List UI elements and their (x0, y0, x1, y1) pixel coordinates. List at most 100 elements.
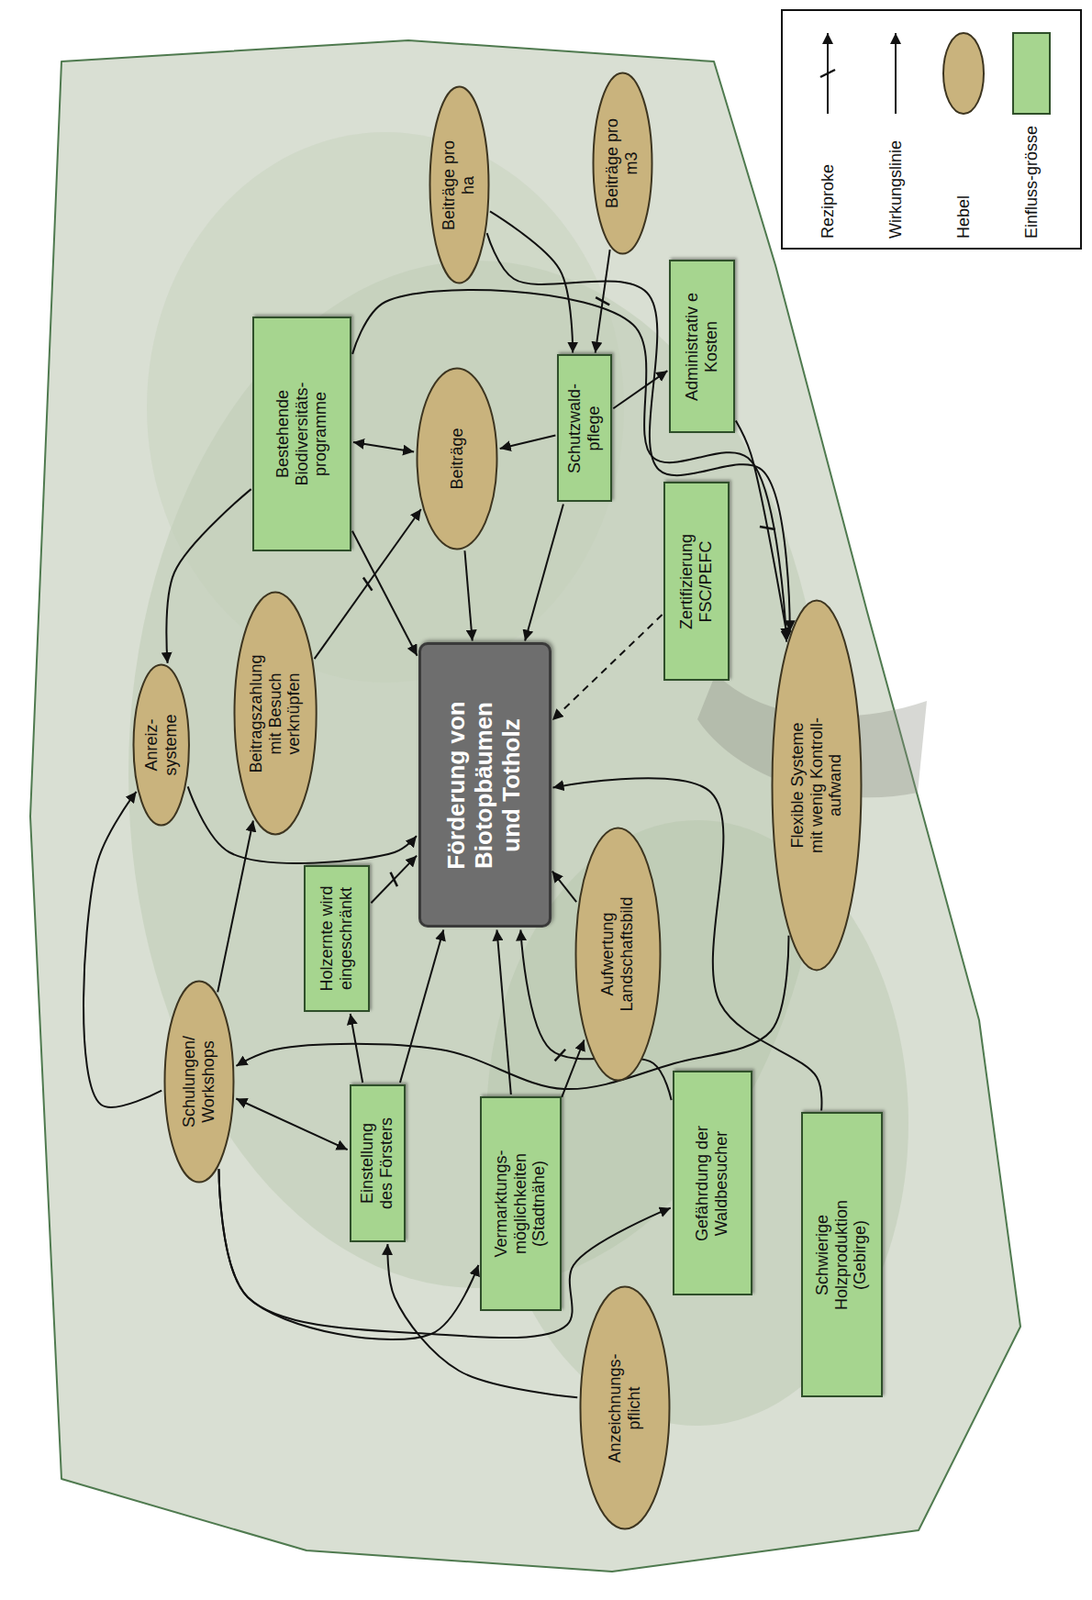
ellipse-shape (580, 1287, 670, 1530)
map-outline (30, 40, 1021, 1572)
effect-line (464, 550, 472, 641)
legend-sample (1005, 25, 1058, 122)
effect-line (353, 442, 414, 453)
node-label: Beiträge pro m3 (602, 111, 641, 215)
node-label: Gefährdung der Waldbesucher (692, 1122, 731, 1247)
effect-line (735, 421, 788, 639)
lever-ellipse: Anreiz-systeme (132, 663, 190, 827)
factor-box: Gefährdung der Waldbesucher (672, 1071, 753, 1297)
reciprocal-tick (595, 297, 610, 305)
ellipse-shape (234, 592, 316, 836)
edge-group (83, 211, 822, 1398)
node-label: Bestehende Biodiversitäts-programme (273, 365, 331, 503)
ellipse-shape (417, 368, 498, 550)
factor-box: Zertifizierung FSC/PEFC (663, 482, 730, 682)
text-wrap: Vermarktungs-möglichkeiten (Stadtnähe) (491, 1144, 549, 1264)
factor-box: Einstellung des Försters (349, 1084, 406, 1243)
effect-line (552, 614, 663, 721)
legend-row: Hebel (929, 20, 998, 239)
text-wrap: Flexible Systeme mit wenig Kontroll-aufw… (788, 710, 846, 862)
ellipse-shape (429, 87, 489, 284)
effect-line (561, 1040, 584, 1098)
node-label: Flexible Systeme mit wenig Kontroll-aufw… (788, 710, 846, 862)
reciprocal-tick (555, 1049, 567, 1062)
text-wrap: Anreiz-systeme (142, 703, 180, 787)
ellipse-shape (772, 601, 862, 971)
text-wrap: Gefährdung der Waldbesucher (692, 1122, 731, 1247)
legend-sample (869, 25, 922, 122)
reciprocal-tick (363, 578, 373, 591)
lever-ellipse: Flexible Systeme mit wenig Kontroll-aufw… (770, 599, 863, 972)
effect-line (524, 503, 564, 641)
goal-box: Förderung von Biotopbäumen und Totholz (418, 643, 552, 929)
node-label: Holzernte wird eingeschränkt (317, 879, 356, 999)
lever-ellipse: Beiträge pro m3 (591, 71, 654, 256)
node-label: Anreiz-systeme (142, 703, 180, 787)
node-label: Beiträge (447, 408, 468, 510)
text-wrap: Holzernte wird eingeschränkt (317, 879, 356, 999)
legend-box: Reziproke Wirkungslinie Hebel Einfluss-grös… (780, 9, 1082, 250)
text-wrap: Aufwertung Landschaftsbild (598, 890, 636, 1019)
node-label: Zertifizierung FSC/PEFC (677, 522, 715, 642)
text-wrap: Zertifizierung FSC/PEFC (677, 522, 715, 642)
effect-line (500, 435, 557, 449)
ellipse-shape (165, 981, 234, 1183)
text-wrap: Administrativ e Kosten (682, 291, 721, 402)
text-wrap: Einstellung des Försters (357, 1113, 396, 1215)
node-label: Schutzwald-pflege (565, 378, 603, 480)
tree-crown (146, 132, 624, 683)
legend-sample (937, 25, 990, 122)
effect-line (217, 820, 254, 992)
node-label: Vermarktungs-möglichkeiten (Stadtnähe) (491, 1144, 549, 1264)
effect-line (235, 1098, 347, 1150)
node-label: Anzeichnungs-pflicht (605, 1348, 644, 1469)
text-wrap: Schulungen/ Workshops (179, 1031, 218, 1133)
legend-row: Reziproke (793, 20, 862, 239)
text-wrap: Bestehende Biodiversitäts-programme (273, 365, 331, 503)
reciprocal-tick (759, 526, 776, 530)
factor-box: Holzernte wird eingeschränkt (303, 865, 370, 1013)
reciprocal-tick (390, 872, 398, 887)
effect-line (595, 249, 611, 353)
effect-line (166, 489, 251, 664)
reciprocal-tick (820, 69, 836, 78)
effect-line (83, 791, 162, 1108)
text-wrap: Schutzwald-pflege (565, 378, 603, 480)
effect-line (490, 211, 573, 353)
legend-label: Wirkungslinie (886, 121, 906, 239)
node-label: Schulungen/ Workshops (179, 1031, 218, 1133)
legend-sample (802, 25, 854, 122)
effect-line (496, 929, 511, 1095)
effect-line (552, 871, 577, 903)
lever-ellipse: Beitragszahlung mit Besuch verknüpfen (233, 591, 318, 837)
ellipse-shape (592, 73, 652, 255)
text-wrap: Beiträge (447, 408, 468, 510)
ellipse-shape (133, 665, 190, 826)
legend-label: Reziproke (818, 121, 838, 239)
factor-box: Vermarktungs-möglichkeiten (Stadtnähe) (479, 1096, 562, 1312)
legend-label: Einfluss-grösse (1022, 121, 1042, 239)
lever-ellipse: Aufwertung Landschaftsbild (574, 826, 662, 1082)
legend-line (894, 33, 897, 114)
text-wrap: Beiträge pro m3 (602, 111, 641, 215)
node-label: Administrativ e Kosten (682, 291, 721, 402)
text-wrap: Beitragszahlung mit Besuch verknüpfen (246, 647, 304, 781)
text-wrap: Förderung von Biotopbäumen und Totholz (443, 693, 526, 878)
effect-line (400, 929, 444, 1083)
factor-box: Administrativ e Kosten (668, 260, 736, 435)
legend-swatch (943, 33, 984, 114)
ellipse-shape (575, 828, 660, 1081)
legend-row: Wirkungslinie (861, 20, 930, 239)
lever-ellipse: Schulungen/ Workshops (163, 980, 235, 1184)
text-wrap: Beiträge pro ha (439, 133, 478, 237)
legend-label: Hebel (954, 121, 974, 239)
effect-line (350, 1014, 363, 1083)
effect-line (612, 370, 668, 409)
lever-ellipse: Anzeichnungs-pflicht (579, 1286, 671, 1532)
factor-box: Schwierige Holzproduktion (Gebirge) (801, 1113, 883, 1399)
node-label: Einstellung des Försters (357, 1113, 396, 1215)
node-label: Förderung von Biotopbäumen und Totholz (443, 693, 526, 878)
legend-row: Einfluss-grösse (997, 20, 1066, 239)
factor-box: Schutzwald-pflege (557, 355, 612, 503)
